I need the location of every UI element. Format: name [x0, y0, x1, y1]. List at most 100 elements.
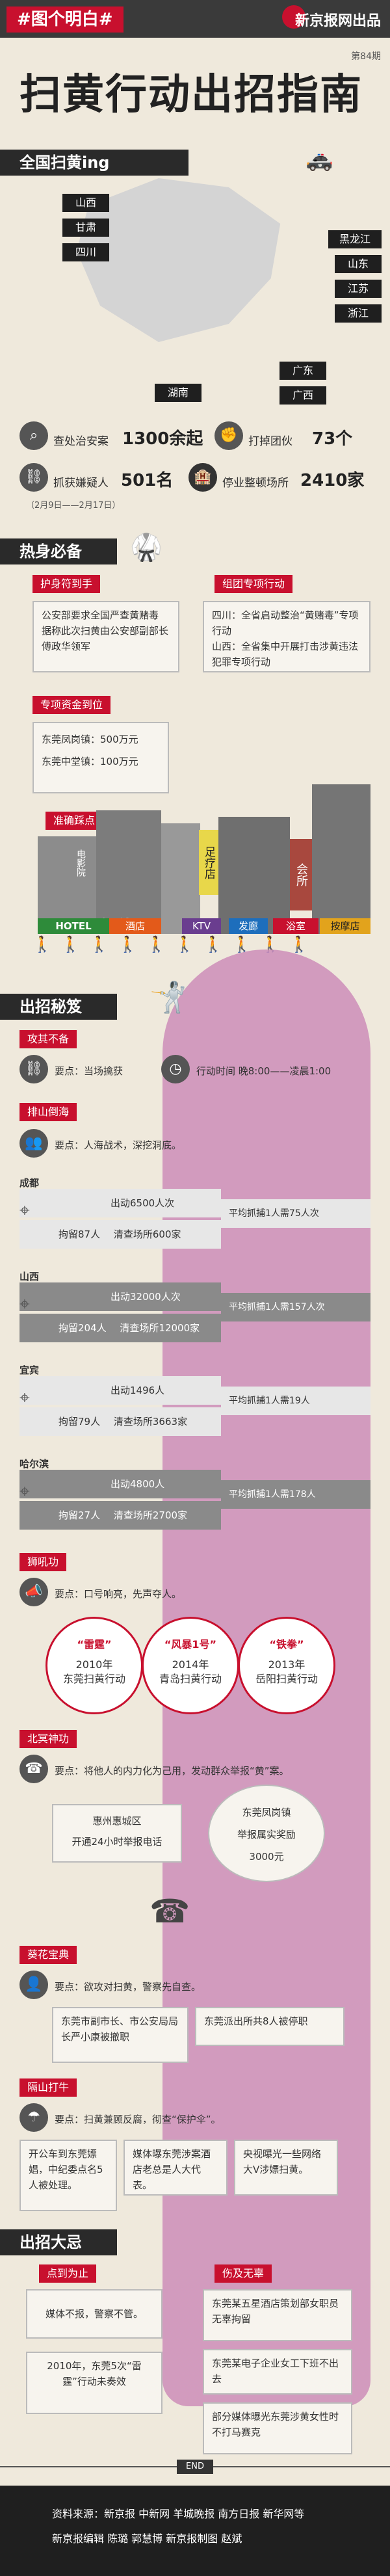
stat-cases-label: 查处治安案: [53, 435, 109, 448]
clock-icon: ◷: [161, 1055, 190, 1083]
city-arrest: 拘留87人: [58, 1228, 101, 1240]
city-name: 山西: [20, 1271, 40, 1282]
police-car-icon: 🚓: [306, 146, 333, 172]
series-tag: #图个明白#: [6, 7, 124, 33]
map-pin-icon: ⌖: [20, 1199, 30, 1221]
building-foot-label: 足疗店: [199, 830, 218, 895]
stat-arrested-value: 501名: [121, 471, 174, 490]
province-sichuan: 四川: [62, 243, 109, 261]
tag-scouting: 准确踩点: [46, 812, 103, 830]
geshan-point: 要点：扫黄兼顾反腐，彻查“保护伞”。: [55, 2114, 221, 2125]
stat-gangs-label: 打掉团伙: [248, 435, 292, 448]
city-police-bar: 出动6500人次: [20, 1189, 221, 1217]
telephone-icon: ☎: [150, 1892, 190, 1930]
tag-crowd: 排山倒海: [20, 1103, 77, 1121]
box-group-action: 四川：全省启动整治“黄赌毒”专项行动 山西：全省集中开展打击涉黄违法犯罪专项行动: [203, 601, 370, 672]
city-arrest: 拘留27人: [58, 1509, 101, 1521]
tag-beiming: 北冥神功: [20, 1730, 77, 1748]
city-arrest: 拘留204人: [58, 1322, 107, 1334]
surprise-time: 行动时间 晚8:00——凌晨1:00: [196, 1065, 332, 1077]
slogan-circle: “铁拳” 2013年 岳阳扫黄行动: [238, 1617, 335, 1714]
province-jiangsu: 江苏: [335, 280, 382, 298]
crowd-icons: 🚶🚶🚶🚶🚶🚶🚶🚶🚶🚶: [32, 935, 318, 953]
sign-ktv: KTV: [182, 918, 221, 934]
city-arrest-bar: 拘留79人 清查场所3663家: [20, 1407, 221, 1436]
province-shanxi: 山西: [62, 194, 109, 212]
section-taboo: 出招大忌: [0, 2229, 117, 2255]
city-arrest-bar: 拘留27人 清查场所2700家: [20, 1501, 221, 1530]
footer-source-list: 新京报 中新网 羊城晚报 南方日报 新华网等: [104, 2508, 305, 2520]
handcuff-icon: ⛓: [20, 463, 48, 492]
city-police: 出动6500人次: [110, 1197, 175, 1209]
sign-salon: 发廊: [229, 918, 268, 934]
city-police: 出动4800人: [110, 1478, 165, 1490]
section-taboo-label: 出招大忌: [20, 2233, 82, 2251]
stat-arrested-label: 抓获嫌疑人: [53, 477, 109, 490]
building-cinema-label: 电影院: [75, 849, 86, 877]
province-heilongjiang: 黑龙江: [328, 230, 382, 248]
building-game: 电玩城: [96, 810, 161, 934]
top-bar: #图个明白# 新京报网出品: [0, 0, 390, 38]
roar-point: 要点：口号响亮，先声夺人。: [55, 1588, 182, 1600]
map-pin-icon: ⌖: [20, 1480, 30, 1502]
section-hot-label: 热身必备: [20, 542, 82, 561]
section-moves: 出招秘笈: [0, 994, 117, 1020]
building-cinema: 电影院: [38, 836, 96, 934]
stat-gangs-value: 73个: [312, 429, 353, 449]
end-label: END: [177, 2460, 213, 2474]
slogan-name: “风暴1号”: [164, 1638, 217, 1651]
city-arrest-bar: 拘留204人 清查场所12000家: [20, 1314, 221, 1342]
slogan-text: 2014年 青岛扫黄行动: [159, 1658, 222, 1685]
box-taboo-3: 东莞某五星酒店策划部女职员无辜拘留: [203, 2289, 352, 2341]
box-geshan-2: 媒体曝东莞涉案酒店老总是人大代表。: [124, 2140, 228, 2196]
fist-icon: ✊: [214, 421, 243, 450]
box-taboo-1: 媒体不报，警察不管。: [26, 2289, 162, 2339]
tag-stop-short: 点到为止: [39, 2264, 97, 2283]
city-police-bar: 出动4800人: [20, 1470, 221, 1498]
crowd-point: 要点：人海战术，深挖洞底。: [55, 1139, 182, 1151]
province-guangxi: 广西: [280, 386, 326, 405]
city-police: 出动32000人次: [110, 1291, 181, 1303]
city-name: 成都: [20, 1177, 40, 1189]
building-block-b: [218, 817, 290, 934]
box-funding: 东莞凤岗镇：500万元 东莞中堂镇：100万元: [32, 722, 169, 793]
hotel-icon: 🏨: [188, 463, 217, 492]
city-name: 哈尔滨: [20, 1458, 49, 1470]
tag-harm-innocent: 伤及无辜: [214, 2264, 272, 2283]
footer: 资料来源：新京报 中新网 羊城晚报 南方日报 新华网等 新京报编辑 陈璐 郭慧博…: [0, 2486, 390, 2576]
tag-funding: 专项资金到位: [32, 696, 111, 714]
brand-name: 新京报网出品: [294, 13, 381, 29]
tag-amulet: 护身符到手: [32, 575, 101, 593]
page-title: 扫黄行动出招指南: [20, 71, 363, 119]
tag-geshan: 隔山打牛: [20, 2078, 77, 2097]
slogan-circle: “风暴1号” 2014年 青岛扫黄行动: [142, 1617, 239, 1714]
search-icon: ⌕: [20, 421, 48, 450]
city-police-bar: 出动32000人次: [20, 1282, 221, 1311]
stat-period: （2月9日——2月17日）: [26, 501, 121, 511]
issue-number: 第84期: [351, 51, 381, 62]
sign-hotel: HOTEL: [38, 918, 109, 934]
box-huizhou: 惠州惠城区 开通24小时举报电话: [52, 1804, 182, 1863]
section-national: 全国扫黄ing: [0, 150, 188, 176]
province-shandong: 山东: [335, 255, 382, 273]
city-average: 平均抓捕1人需178人: [221, 1480, 370, 1509]
footer-credits: 新京报编辑 陈璐 郭慧博 新京报制图 赵斌: [52, 2532, 242, 2545]
city-sites: 清查场所600家: [113, 1228, 181, 1240]
tag-roar: 狮吼功: [20, 1553, 67, 1571]
section-national-label: 全国扫黄ing: [20, 153, 110, 172]
province-guangdong: 广东: [280, 362, 326, 380]
kuihua-point: 要点：欲攻对扫黄，警察先自查。: [55, 1981, 202, 1993]
box-kuihua-2: 东莞派出所共8人被停职: [195, 2007, 344, 2046]
slogan-name: “雷霆”: [77, 1638, 112, 1651]
box-fenggang: 东莞凤岗镇 举报属实奖励 3000元: [208, 1785, 325, 1882]
footer-source-label: 资料来源：: [52, 2508, 105, 2520]
city-sites: 清查场所3663家: [113, 1416, 188, 1427]
megaphone-icon: 📣: [20, 1578, 48, 1606]
slogan-name: “铁拳”: [269, 1638, 304, 1651]
city-name: 宜宾: [20, 1364, 40, 1376]
city-police: 出动1496人: [110, 1385, 165, 1396]
sign-massage: 按摩店: [320, 918, 370, 934]
city-police-bar: 出动1496人: [20, 1376, 221, 1405]
tag-kuihua: 葵花宝典: [20, 1946, 77, 1964]
brand-badge-icon: [282, 5, 306, 29]
